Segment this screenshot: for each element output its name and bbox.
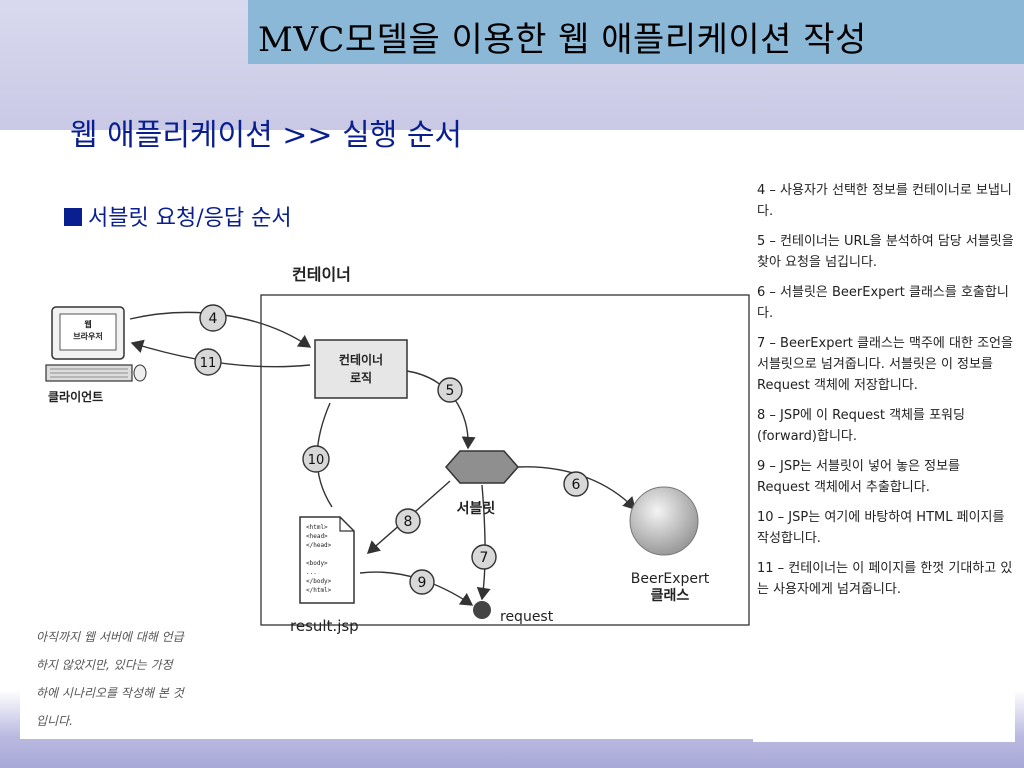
jsp-code-line: </body> <box>306 578 332 585</box>
jsp-code-line: <head> <box>306 533 328 540</box>
step-number-4: 4 <box>209 311 218 327</box>
model-label-line1: BeerExpert <box>631 571 710 587</box>
jsp-code-line: <body> <box>306 560 328 567</box>
container-label: 컨테이너 <box>292 265 351 284</box>
jsp-code-line: ... <box>306 569 317 576</box>
step-badge-7: 7 <box>471 544 497 570</box>
browser-label-line1: 웹 <box>84 319 91 329</box>
step-badge-8: 8 <box>395 508 421 534</box>
step-badge-11: 11 <box>194 348 222 376</box>
request-object-icon <box>473 601 491 619</box>
jsp-code-line: </head> <box>306 542 332 549</box>
diagram-svg: 컨테이너 웹 브라우저 클라이언트 컨테이너 로직 서블릿 <html> <hea… <box>36 265 750 728</box>
step-badge-9: 9 <box>409 569 435 595</box>
steps-panel: 4 – 사용자가 선택한 정보를 컨테이너로 보냅니다. 5 – 컨테이너는 U… <box>753 180 1015 742</box>
note-line-4: 입니다. <box>36 714 73 728</box>
step-description-8: 8 – JSP에 이 Request 객체를 포워딩(forward)합니다. <box>757 408 965 444</box>
title-bar: MVC모델을 이용한 웹 애플리케이션 작성 <box>248 0 1024 64</box>
step-badge-10: 10 <box>302 445 330 473</box>
note-line-2: 하지 않았지만, 있다는 가정 <box>36 658 175 672</box>
bullet-item: 서블릿 요청/응답 순서 <box>64 200 292 232</box>
step-number-6: 6 <box>572 477 581 493</box>
container-box <box>260 294 750 626</box>
step-number-9: 9 <box>418 575 427 591</box>
jsp-code-lines: <html> <head> </head> <body>... </body> </htm… <box>306 524 332 594</box>
computer-icon <box>45 306 147 382</box>
step-badge-6: 6 <box>563 471 589 497</box>
step-number-5: 5 <box>446 383 455 399</box>
note-line-1: 아직까지 웹 서버에 대해 언급 <box>36 630 185 644</box>
servlet-label: 서블릿 <box>457 500 496 517</box>
step-number-8: 8 <box>404 514 413 530</box>
handwritten-note: 아직까지 웹 서버에 대해 언급 하지 않았지만, 있다는 가정 하에 시나리오… <box>36 630 186 728</box>
mvc-diagram: 컨테이너 웹 브라우저 클라이언트 컨테이너 로직 서블릿 <html> <hea… <box>20 243 753 739</box>
step-description-5: 5 – 컨테이너는 URL을 분석하여 담당 서블릿을 찾아 요청을 넘깁니다. <box>757 234 1014 270</box>
container-logic-label-line2: 로직 <box>350 370 372 385</box>
step-number-7: 7 <box>480 550 489 566</box>
square-bullet-icon <box>64 208 82 226</box>
client-label: 클라이언트 <box>48 389 103 404</box>
step-badge-5: 5 <box>437 377 463 403</box>
jsp-code-line: <html> <box>306 524 328 531</box>
step-badge-4: 4 <box>199 304 227 332</box>
step-description-9: 9 – JSP는 서블릿이 넣어 놓은 정보를 Request 객체에서 추출합… <box>757 459 961 495</box>
container-logic-label-line1: 컨테이너 <box>339 352 383 367</box>
step-description-7: 7 – BeerExpert 클래스는 맥주에 대한 조언을 서블릿으로 넘겨줍… <box>757 336 1013 393</box>
slide-title: MVC모델을 이용한 웹 애플리케이션 작성 <box>258 20 867 60</box>
jsp-code-line: </html> <box>306 587 332 594</box>
servlet-shape <box>445 450 519 484</box>
step-description-11: 11 – 컨테이너는 이 페이지를 한껏 기대하고 있는 사용자에게 넘겨줍니다… <box>757 561 1013 597</box>
step-number-10: 10 <box>308 453 325 468</box>
container-logic-box <box>314 339 408 399</box>
browser-label-line2: 브라우저 <box>73 331 102 341</box>
request-label: request <box>500 609 554 625</box>
beerexpert-model-icon <box>629 486 699 556</box>
bullet-text: 서블릿 요청/응답 순서 <box>88 206 292 231</box>
step-description-6: 6 – 서블릿은 BeerExpert 클래스를 호출합니다. <box>757 285 1009 321</box>
model-label-line2: 클래스 <box>651 588 690 604</box>
jsp-document-icon <box>299 516 355 604</box>
jsp-label: result.jsp <box>290 617 359 635</box>
step-description-10: 10 – JSP는 여기에 바탕하여 HTML 페이지를 작성합니다. <box>757 510 1005 546</box>
note-line-3: 하에 시나리오를 작성해 본 것 <box>36 686 186 700</box>
slide-subtitle: 웹 애플리케이션 >> 실행 순서 <box>70 118 463 153</box>
step-description-4: 4 – 사용자가 선택한 정보를 컨테이너로 보냅니다. <box>757 183 1012 219</box>
step-number-11: 11 <box>200 356 217 371</box>
